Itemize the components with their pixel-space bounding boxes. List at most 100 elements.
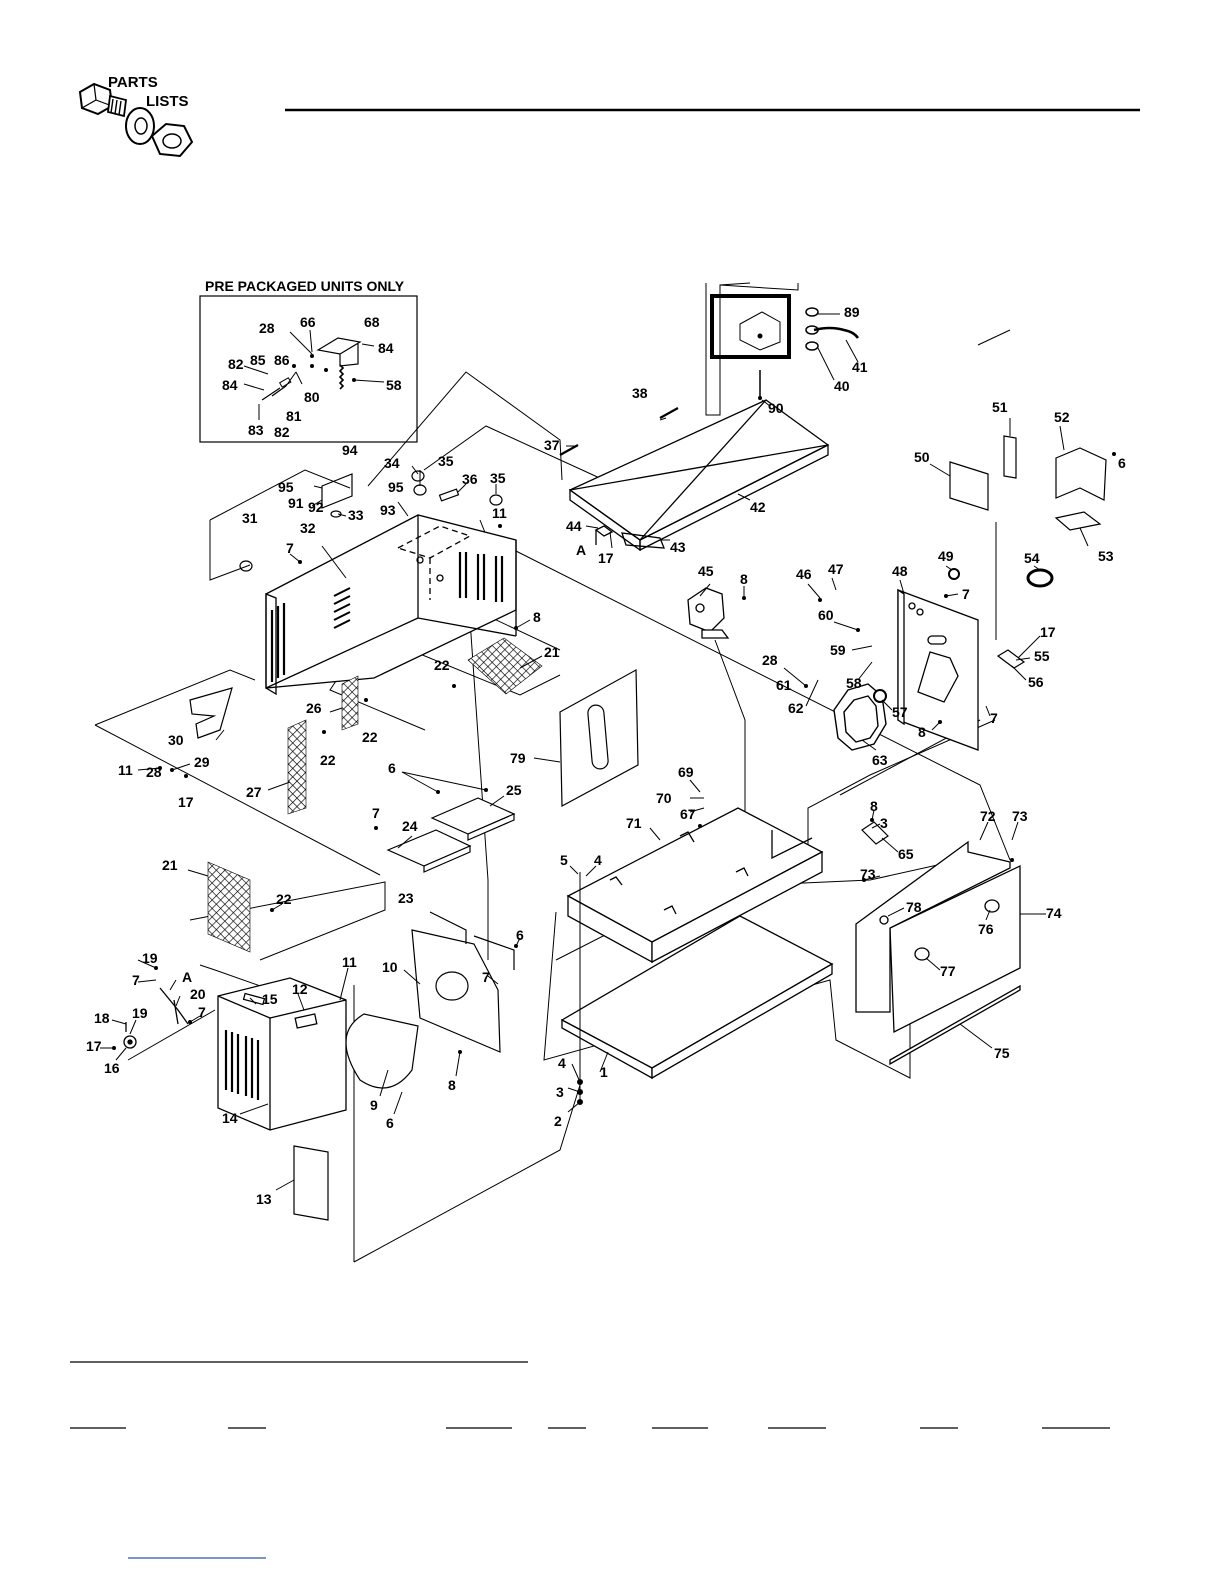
callout-10: 10 [382,959,398,975]
front-cover-14 [217,977,347,1131]
callout-6: 6 [516,927,524,943]
callout-93: 93 [380,502,396,518]
callout-labels: 28 66 68 84 82 85 86 84 80 58 81 83 82 9… [86,304,1126,1207]
callout-40: 40 [834,378,850,394]
callout-22: 22 [276,891,292,907]
callout-24: 24 [402,818,418,834]
callout-22: 22 [362,729,378,745]
callout-28: 28 [146,764,162,780]
callout-17: 17 [178,794,194,810]
callout-11: 11 [492,505,507,521]
bracket-55 [996,649,1026,669]
callout-77: 77 [940,963,956,979]
callout-33: 33 [348,507,364,523]
callout-58: 58 [846,675,862,691]
actuator-45 [687,587,730,639]
callout-28: 28 [762,652,778,668]
callout-21: 21 [162,857,178,873]
callout-8: 8 [870,798,878,814]
panels-50-53 [949,435,1107,531]
callout-75: 75 [994,1045,1010,1061]
callout-51: 51 [992,399,1008,415]
bracket-30 [189,687,233,739]
callout-45: 45 [698,563,714,579]
callout-21: 21 [544,644,560,660]
callout-12: 12 [292,981,308,997]
callout-47: 47 [828,561,844,577]
callout-4: 4 [594,852,602,868]
callout-53: 53 [1098,548,1114,564]
callout-4: 4 [558,1055,566,1071]
callout-a: A [182,969,192,985]
inset-title: PRE PACKAGED UNITS ONLY [205,278,405,294]
callout-a: A [576,542,586,558]
callout-8: 8 [533,609,541,625]
callout-38: 38 [632,385,648,401]
callout-94: 94 [342,442,358,458]
grommet-54 [1026,568,1054,588]
callout-7: 7 [286,540,294,556]
callout-54: 54 [1024,550,1040,566]
callout-81: 81 [286,408,302,424]
callout-66: 66 [300,314,316,330]
callout-31: 31 [242,510,258,526]
callout-89: 89 [844,304,860,320]
callout-69: 69 [678,764,694,780]
callout-52: 52 [1054,409,1070,425]
callout-7: 7 [482,969,490,985]
callout-19: 19 [142,950,158,966]
callout-46: 46 [796,566,812,582]
callout-50: 50 [914,449,930,465]
back-panel-32 [265,514,517,696]
callout-7: 7 [962,586,970,602]
callout-41: 41 [852,359,868,375]
callout-16: 16 [104,1060,120,1076]
pins-37-38 [559,407,679,456]
callout-73: 73 [860,866,876,882]
callout-15: 15 [262,991,278,1007]
callout-19: 19 [132,1005,148,1021]
callout-70: 70 [656,790,672,806]
callout-71: 71 [626,815,642,831]
callout-11: 11 [342,954,357,970]
plate-79 [559,668,639,807]
callout-17: 17 [1040,624,1056,640]
callout-8: 8 [918,724,926,740]
mesh-screens [207,637,543,953]
callout-65: 65 [898,846,914,862]
callout-23: 23 [398,890,414,906]
callout-1: 1 [600,1064,608,1080]
callout-29: 29 [194,754,210,770]
side-panel-48 [897,588,979,751]
plates-24-25 [386,797,516,873]
callout-84: 84 [222,377,238,393]
callout-18: 18 [94,1010,110,1026]
plate-94 [239,470,503,572]
callout-36: 36 [462,471,478,487]
callout-13: 13 [256,1191,272,1207]
callout-11: 11 [118,762,133,778]
callout-57: 57 [892,704,908,720]
prepackaged-inset: PRE PACKAGED UNITS ONLY [199,278,418,443]
callout-44: 44 [566,518,582,534]
callout-48: 48 [892,563,908,579]
callout-25: 25 [506,782,522,798]
callout-95: 95 [388,479,404,495]
callout-62: 62 [788,700,804,716]
callout-9: 9 [370,1097,378,1113]
callout-55: 55 [1034,648,1050,664]
callout-14: 14 [222,1110,238,1126]
callout-85: 85 [250,352,266,368]
callout-35: 35 [438,453,454,469]
callout-60: 60 [818,607,834,623]
callout-26: 26 [306,700,322,716]
callout-7: 7 [372,805,380,821]
callout-34: 34 [384,455,400,471]
callout-84: 84 [378,340,394,356]
callout-82: 82 [228,356,244,372]
callout-3: 3 [556,1084,564,1100]
callout-73: 73 [1012,808,1028,824]
callout-8: 8 [448,1077,456,1093]
fan-shroud-10 [345,911,515,1089]
